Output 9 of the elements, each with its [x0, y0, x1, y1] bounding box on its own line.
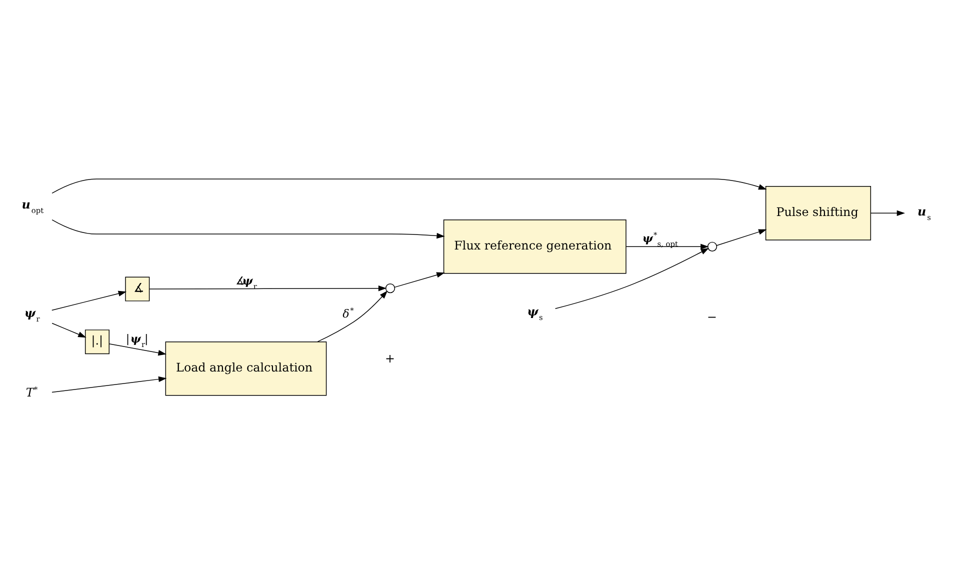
node-text: T$^{*}$	[26, 385, 38, 400]
node-text: ψ$_{r}$	[24, 306, 40, 324]
label: +	[385, 352, 395, 366]
node-text: u$_{s}$	[918, 204, 931, 222]
node-text: u$_{opt}$	[22, 198, 44, 216]
edge-label: |ψ$_{r}$|	[126, 332, 148, 350]
node-text: ψ$_{s}$	[527, 304, 543, 322]
label: −	[707, 310, 718, 324]
edge-label: δ$^{*}$	[342, 306, 354, 320]
